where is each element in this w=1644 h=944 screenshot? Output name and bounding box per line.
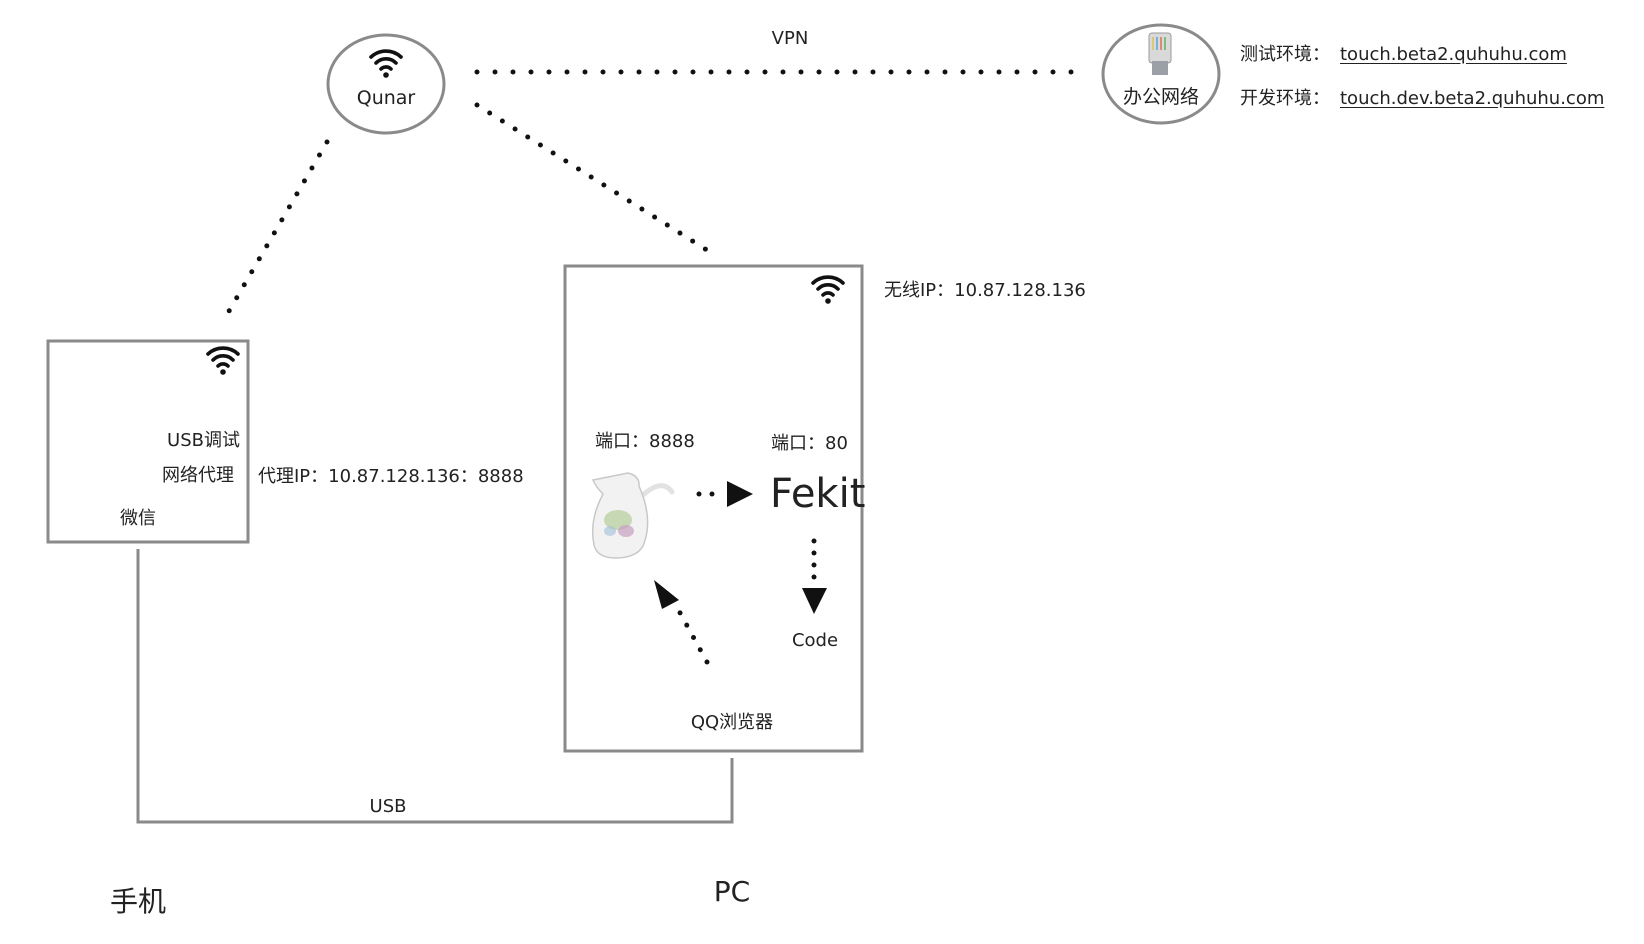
code-label: Code [791, 630, 839, 651]
port-80-label: 端口：80 [771, 433, 848, 454]
arrow-right-icon [727, 481, 753, 507]
qunar-label: Qunar [356, 87, 416, 109]
test-env-label: 测试环境： [1240, 44, 1330, 65]
phone-box [46, 339, 250, 544]
wechat-label: 微信 [120, 508, 156, 529]
vpn-label: VPN [771, 28, 809, 49]
dev-env-link[interactable]: touch.dev.beta2.quhuhu.com [1340, 88, 1605, 109]
port-8888-label: 端口：8888 [595, 431, 695, 452]
jug-icon [591, 472, 675, 559]
arrow-down-icon [802, 588, 827, 614]
usb-label: USB [369, 796, 407, 817]
net-proxy-label: 网络代理 [162, 465, 234, 486]
ethernet-cable-icon [1148, 32, 1172, 75]
arrow-up-left-icon [654, 580, 679, 609]
qunar-node [326, 33, 446, 135]
usb-debug-label: USB调试 [167, 430, 240, 451]
proxy-ip-label: 代理IP：10.87.128.136：8888 [258, 466, 524, 487]
office-network-label: 办公网络 [1122, 86, 1200, 108]
qunar-pc-connection [474, 102, 713, 255]
phone-caption: 手机 [109, 885, 167, 918]
dev-env-label: 开发环境： [1240, 88, 1330, 109]
fekit-label: Fekit [770, 471, 866, 517]
qq-browser-label: QQ浏览器 [690, 712, 774, 733]
pc-caption: PC [713, 875, 751, 908]
usb-cable [136, 549, 734, 824]
wireless-ip-label: 无线IP：10.87.128.136 [884, 280, 1086, 301]
qunar-phone-connection [222, 139, 330, 321]
test-env-link[interactable]: touch.beta2.quhuhu.com [1340, 44, 1567, 65]
return-connection [676, 608, 710, 665]
